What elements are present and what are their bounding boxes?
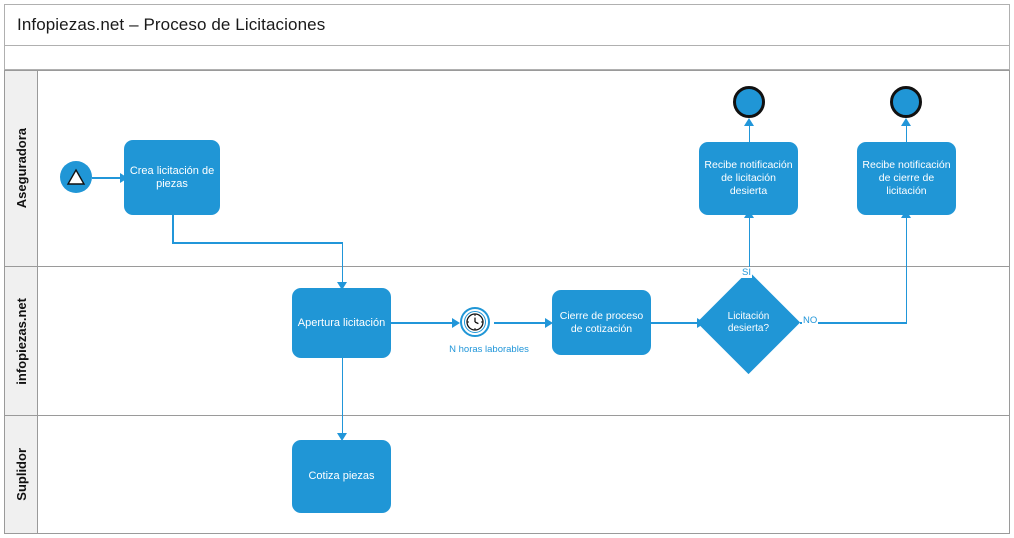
flow-cierre-to-gateway — [651, 322, 701, 324]
lane-label-aseguradora: Aseguradora — [13, 128, 29, 209]
flow-apertura-to-timer-arrowhead — [452, 317, 460, 328]
page-title: Infopiezas.net – Proceso de Licitaciones — [17, 15, 326, 34]
flow-recibe-desierta-to-end — [748, 121, 751, 142]
flow-apertura-to-cotiza — [341, 358, 344, 438]
task-recibe-notificacion-cierre-label: Recibe notificación de cierre de licitac… — [862, 159, 951, 197]
flow-recibe-desierta-to-end-arrowhead — [744, 118, 754, 126]
task-cierre-proceso-cotizacion-label: Cierre de proceso de cotización — [559, 309, 644, 335]
task-cotiza-piezas[interactable]: Cotiza piezas — [292, 440, 391, 513]
pool-title: Infopiezas.net – Proceso de Licitaciones — [4, 4, 1010, 46]
triangle-icon — [66, 168, 86, 185]
timer-event-label: N horas laborables — [449, 344, 529, 355]
task-crea-licitacion[interactable]: Crea licitación de piezas — [124, 140, 220, 215]
lane-header-aseguradora: Aseguradora — [5, 71, 38, 266]
gateway-label-text: Licitación desierta? — [727, 310, 770, 334]
lane-header-infopiezas: infopiezas.net — [5, 267, 38, 415]
task-recibe-notificacion-desierta[interactable]: Recibe notificación de licitación desier… — [699, 142, 798, 215]
gateway-licitacion-desierta[interactable]: Licitación desierta? — [696, 270, 801, 375]
lane-suplidor: Suplidor — [4, 415, 1010, 534]
end-event-desierta[interactable] — [733, 86, 765, 118]
timer-intermediate-event[interactable] — [460, 307, 490, 337]
flow-crea-to-apertura-seg2 — [172, 242, 343, 244]
start-event[interactable] — [60, 161, 92, 193]
flow-gateway-si-vertical — [748, 214, 751, 288]
clock-face-icon — [466, 313, 484, 331]
flow-gateway-no-vertical — [905, 214, 908, 323]
lane-label-suplidor: Suplidor — [13, 448, 29, 501]
flow-start-to-crea — [92, 177, 124, 179]
task-apertura-licitacion-label: Apertura licitación — [297, 316, 386, 329]
task-cotiza-piezas-label: Cotiza piezas — [308, 470, 375, 482]
flow-apertura-to-timer — [390, 322, 456, 324]
task-cierre-proceso-cotizacion[interactable]: Cierre de proceso de cotización — [552, 290, 651, 355]
flow-crea-to-apertura-seg1 — [172, 214, 174, 243]
task-apertura-licitacion[interactable]: Apertura licitación — [292, 288, 391, 358]
end-event-cierre[interactable] — [890, 86, 922, 118]
flow-recibe-cierre-to-end-arrowhead — [901, 118, 911, 126]
flow-label-si: SI — [741, 267, 752, 278]
lane-infopiezas: infopiezas.net — [4, 266, 1010, 416]
flow-crea-to-apertura-seg3 — [341, 242, 344, 287]
lane-label-infopiezas: infopiezas.net — [13, 297, 29, 385]
task-crea-licitacion-label: Crea licitación de piezas — [129, 164, 215, 190]
task-recibe-notificacion-desierta-label: Recibe notificación de licitación desier… — [704, 159, 793, 197]
flow-label-no: NO — [802, 315, 819, 326]
flow-recibe-cierre-to-end — [905, 121, 908, 142]
task-recibe-notificacion-cierre[interactable]: Recibe notificación de cierre de licitac… — [857, 142, 956, 215]
clock-icon — [464, 311, 486, 333]
flow-timer-to-cierre — [494, 322, 550, 324]
flow-gateway-no-horizontal — [800, 322, 907, 324]
pool-subheader-bar — [4, 46, 1010, 70]
flow-timer-to-cierre-arrowhead — [545, 317, 553, 328]
flow-crea-to-apertura-arrowhead — [337, 282, 347, 290]
lane-header-suplidor: Suplidor — [5, 416, 38, 533]
flow-apertura-to-cotiza-arrowhead — [337, 433, 347, 441]
